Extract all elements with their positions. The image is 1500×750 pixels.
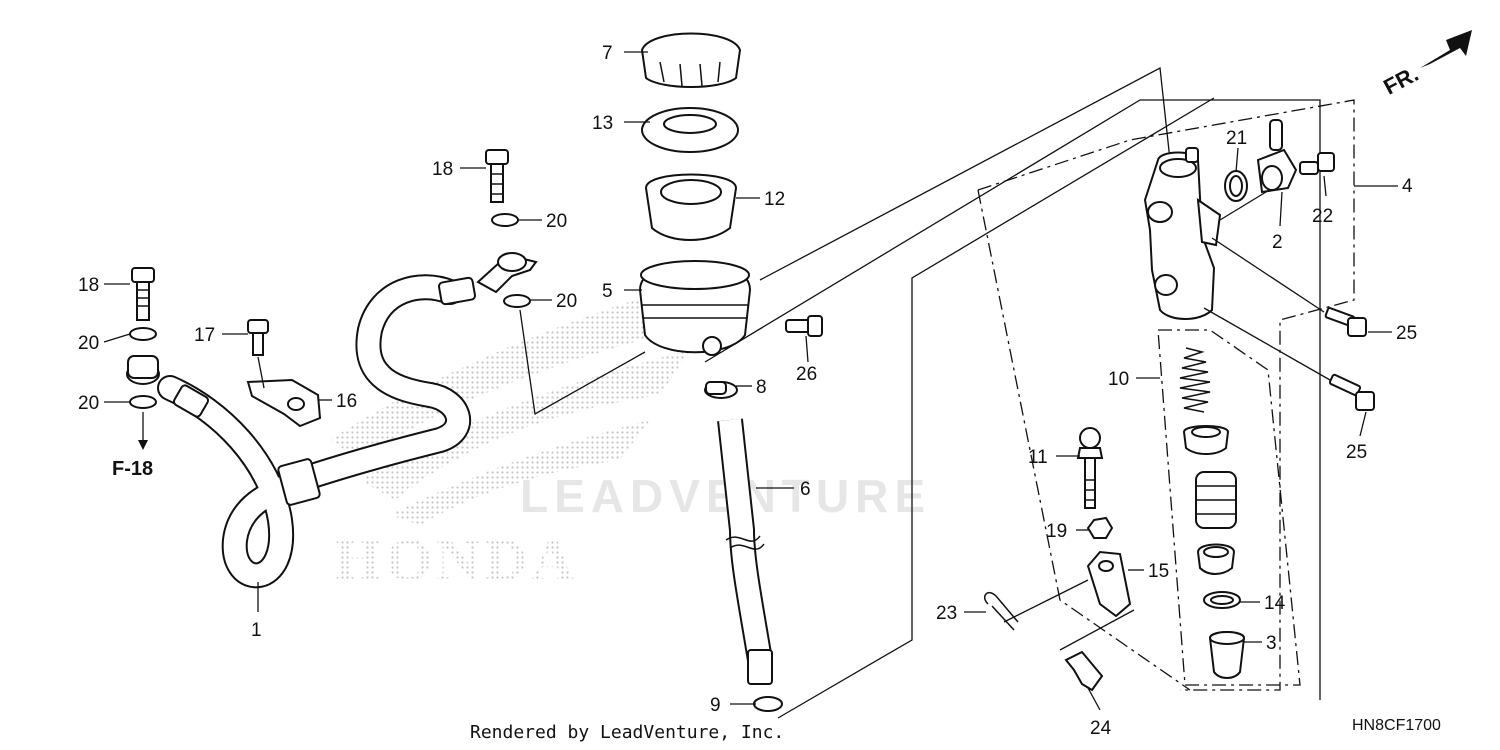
- callout-1: 1: [251, 620, 262, 641]
- brake-hose-1: [157, 274, 477, 589]
- reservoir-5: [638, 260, 752, 356]
- bolt-18-right: [485, 149, 509, 203]
- honda-wing-watermark: [330, 280, 700, 525]
- bolt-26: [785, 315, 823, 337]
- callout-11: 11: [1028, 447, 1048, 468]
- washer-20-right-bottom: [503, 294, 531, 308]
- diagram-code: HN8CF1700: [1352, 717, 1441, 734]
- reservoir-hose-6: [717, 418, 773, 685]
- callout-26: 26: [796, 364, 817, 385]
- bolt-25-upper: [1324, 307, 1367, 337]
- washer-20-left-top: [129, 327, 157, 341]
- callout-8: 8: [756, 377, 767, 398]
- callout-20-left-bottom: 20: [78, 393, 99, 414]
- bolt-25-lower: [1328, 373, 1375, 411]
- callout-21: 21: [1226, 128, 1247, 149]
- callout-25-lower: 25: [1346, 442, 1367, 463]
- callout-12: 12: [764, 189, 785, 210]
- washer-20-right-top: [491, 213, 519, 227]
- callout-20-left-top: 20: [78, 333, 99, 354]
- callout-14: 14: [1264, 593, 1286, 614]
- callout-13: 13: [592, 113, 613, 134]
- alignment-frame-outer: [977, 99, 1355, 691]
- callout-22: 22: [1312, 206, 1333, 227]
- callout-25-upper: 25: [1396, 323, 1417, 344]
- callout-10: 10: [1108, 369, 1129, 390]
- callout-16: 16: [336, 391, 357, 412]
- callout-17: 17: [194, 325, 215, 346]
- bolt-17: [247, 319, 269, 356]
- reservoir-cap-7: [640, 32, 742, 88]
- alignment-frame-inner: [977, 189, 1191, 691]
- clip-9: [753, 696, 783, 712]
- piston-10: [1195, 471, 1237, 529]
- callout-19: 19: [1046, 521, 1067, 542]
- boot-3: [1208, 631, 1246, 679]
- clip-8: [704, 381, 738, 399]
- bolt-18-left: [131, 267, 155, 321]
- render-credit: Rendered by LeadVenture, Inc.: [470, 722, 784, 743]
- callout-leaders: [103, 51, 1398, 711]
- cotter-pin-23: [984, 592, 1019, 631]
- front-indicator: FR.: [1379, 61, 1422, 100]
- callout-18-right: 18: [432, 159, 453, 180]
- diaphragm-12: [644, 173, 738, 241]
- callout-2: 2: [1272, 232, 1283, 253]
- callout-7: 7: [602, 43, 613, 64]
- reference-f18: F-18: [112, 458, 153, 480]
- push-rod-11: [1076, 427, 1104, 509]
- callout-15: 15: [1148, 561, 1169, 582]
- pin-24: [1064, 650, 1104, 692]
- honda-logo-watermark: HONDA: [335, 527, 578, 593]
- callout-6: 6: [800, 479, 811, 500]
- banjo-right: [476, 252, 538, 294]
- callout-20-right-top: 20: [546, 211, 567, 232]
- banjo-left: [126, 355, 160, 385]
- seal-21: [1224, 170, 1248, 202]
- spring-10: [1179, 347, 1211, 413]
- nut-19: [1086, 516, 1114, 539]
- callout-23: 23: [936, 603, 957, 624]
- screw-22: [1299, 152, 1335, 175]
- arrow-to-f18: [138, 412, 148, 450]
- leadventure-watermark: LEADVENTURE: [520, 470, 931, 522]
- callout-4: 4: [1402, 176, 1413, 197]
- callout-24: 24: [1090, 718, 1112, 739]
- cup-10: [1182, 425, 1230, 455]
- callout-9: 9: [710, 695, 721, 716]
- piston-kit-frame: [1157, 329, 1301, 686]
- callout-5: 5: [602, 281, 613, 302]
- callout-20-right-bottom: 20: [556, 291, 577, 312]
- joint-2: [1256, 119, 1298, 194]
- callout-3: 3: [1266, 633, 1277, 654]
- washer-20-left-bottom: [129, 395, 157, 409]
- joint-15: [1086, 550, 1132, 618]
- circlip-14: [1203, 591, 1241, 609]
- callout-18-left: 18: [78, 275, 99, 296]
- clamp-16: [246, 378, 322, 428]
- seal-10: [1196, 543, 1236, 575]
- plate-13: [641, 107, 739, 153]
- front-direction-arrow: [1420, 30, 1472, 68]
- master-cylinder-body-4: [1143, 147, 1222, 320]
